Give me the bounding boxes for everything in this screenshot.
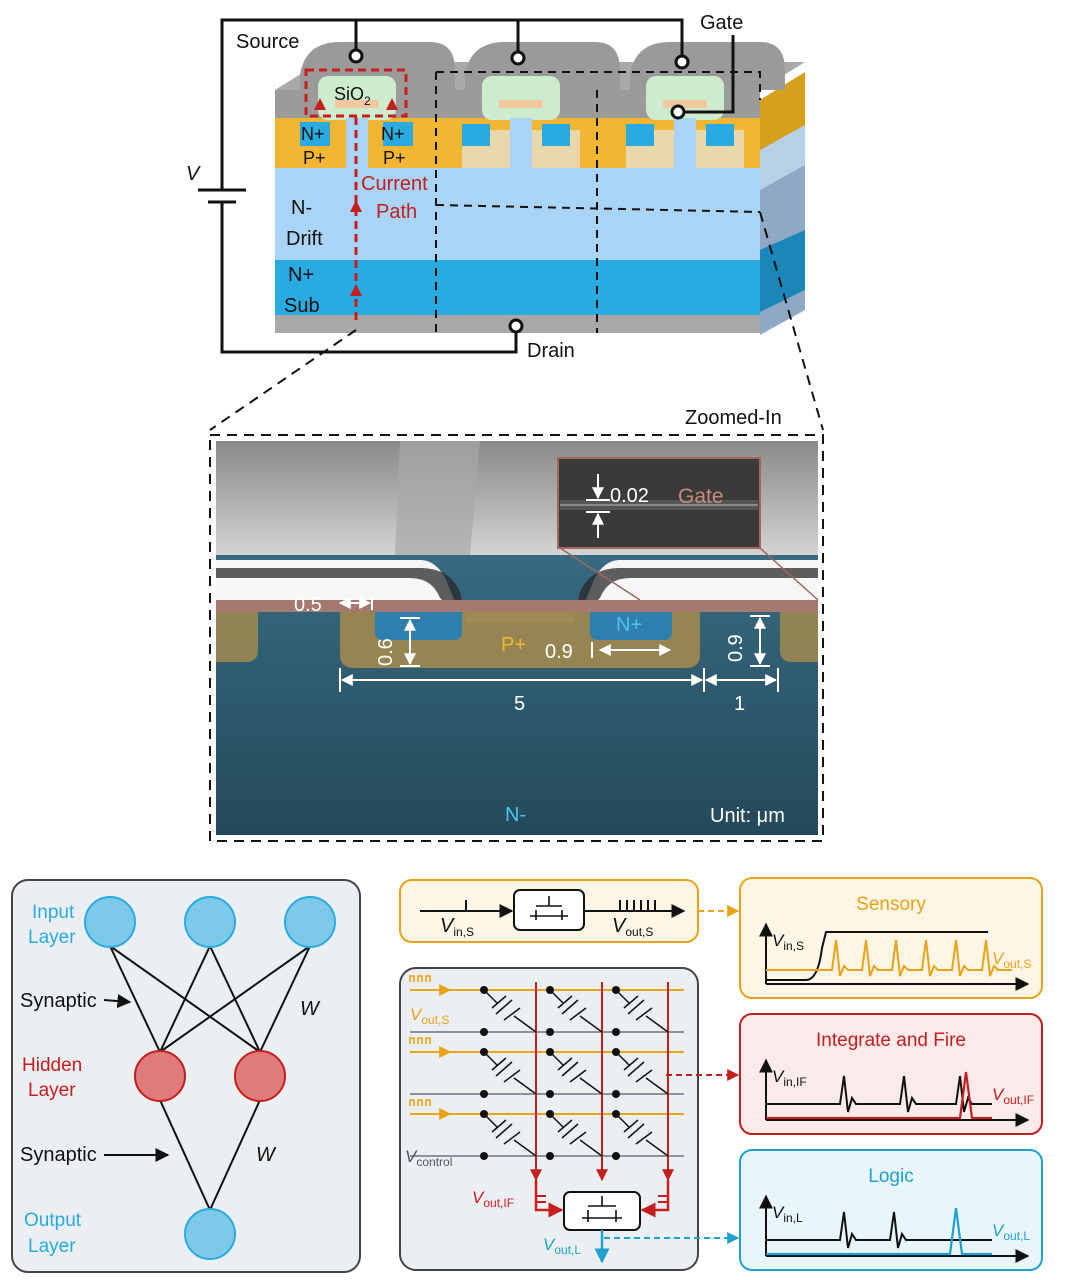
- dim-09-v-label: 0.9: [725, 634, 747, 662]
- synaptic-transistor: [483, 1051, 537, 1095]
- sensory-title: Sensory: [856, 894, 926, 915]
- zoom-connector-right: [759, 211, 824, 431]
- logic-vout-label: Vout,L: [992, 1221, 1030, 1243]
- input-neuron-2: [184, 896, 236, 948]
- synaptic-transistor: [615, 1051, 669, 1095]
- array-vout-l-label: Vout,L: [543, 1235, 581, 1257]
- sem-dimension-lines: [338, 474, 779, 692]
- oxide-box-3: [646, 76, 724, 120]
- sensory-vout-label: Vout,S: [612, 915, 653, 939]
- array-vout-s-label: Vout,S: [410, 1005, 449, 1027]
- oxide-label: SiO2: [334, 84, 371, 108]
- pplus-label-left: P+: [303, 148, 326, 168]
- synaptic-transistor: [615, 989, 669, 1033]
- hidden-neuron-1: [134, 1050, 186, 1102]
- array-vout-if-label: Vout,IF: [472, 1188, 514, 1210]
- integrate-title: Integrate and Fire: [816, 1030, 966, 1051]
- zoomed-in-label: Zoomed-In: [685, 407, 782, 429]
- hidden-neuron-2: [234, 1050, 286, 1102]
- dim-06-label: 0.6: [375, 638, 397, 666]
- weight-label-1: W: [300, 998, 321, 1020]
- input-neuron-1: [84, 896, 136, 948]
- unit-label: Unit: μm: [710, 805, 785, 827]
- dim-1-label: 1: [734, 693, 745, 715]
- drift-layer: [275, 168, 760, 260]
- source-contact: [348, 48, 364, 64]
- crossbar-array: [409, 975, 684, 1264]
- output-layer-label-1: Output: [24, 1210, 82, 1231]
- pplus-label-right: P+: [383, 148, 406, 168]
- nplus-region-2: [383, 122, 413, 146]
- nplus-region-left: [375, 612, 462, 640]
- synaptic-label-2: Synaptic: [20, 1144, 97, 1166]
- array-vcontrol-label: Vcontrol: [405, 1147, 452, 1169]
- integrate-vin-label: Vin,IF: [772, 1067, 807, 1089]
- network-connections: [109, 945, 311, 1211]
- current-path-box: [304, 68, 408, 118]
- drift-label-2: Drift: [286, 228, 323, 250]
- integrate-output-trace: [766, 1071, 992, 1120]
- nplus-region-1: [300, 122, 330, 146]
- hidden-layer-label-2: Layer: [28, 1080, 76, 1101]
- synaptic-label-1: Synaptic: [20, 990, 97, 1012]
- synaptic-transistor: [549, 1113, 603, 1157]
- substrate-layer: [275, 260, 760, 315]
- synaptic-transistor: [483, 989, 537, 1033]
- drift-label-1: N-: [291, 197, 312, 219]
- nplus-label-right: N+: [381, 124, 405, 144]
- synaptic-transistor: [615, 1113, 669, 1157]
- gate-label: Gate: [700, 12, 743, 34]
- gate-contact: [670, 104, 686, 120]
- hidden-layer-label-1: Hidden: [22, 1055, 82, 1076]
- sem-image: [216, 441, 819, 835]
- dim-09-h-label: 0.9: [545, 641, 573, 663]
- integrate-input-trace: [766, 1075, 992, 1113]
- dim-5-label: 5: [514, 693, 525, 715]
- input-layer-label-2: Layer: [28, 927, 76, 948]
- nplus-label-left: N+: [301, 124, 325, 144]
- drain-label: Drain: [527, 340, 575, 362]
- zoom-frame: [209, 434, 824, 842]
- oxide-box-1: [318, 76, 396, 120]
- sensory-vout-label: Vout,S: [992, 949, 1031, 971]
- voltage-label: V: [186, 163, 201, 185]
- sem-pplus-label: P+: [501, 634, 526, 656]
- sem-gate-label: Gate: [678, 485, 724, 508]
- synaptic-transistor: [549, 1051, 603, 1095]
- sensory-output-trace: [766, 939, 1012, 977]
- integrate-vout-label: Vout,IF: [992, 1085, 1034, 1107]
- sensory-vin-label: Vin,S: [772, 931, 804, 953]
- drain-contact: [508, 318, 524, 334]
- logic-vin-label: Vin,L: [772, 1203, 803, 1225]
- sub-label-2: Sub: [284, 295, 320, 317]
- external-circuit: [220, 18, 735, 354]
- sub-label-1: N+: [288, 264, 314, 286]
- source-label: Source: [236, 31, 299, 53]
- sem-nplus-label: N+: [616, 614, 642, 636]
- sem-nminus-label: N-: [505, 804, 526, 826]
- nplus-region-right: [590, 612, 672, 640]
- output-layer-label-2: Layer: [28, 1236, 76, 1257]
- logic-title: Logic: [868, 1166, 913, 1187]
- zoom-connector-left: [209, 329, 357, 431]
- oxide-thickness-label: 0.02: [610, 485, 649, 507]
- current-label-1: Current: [361, 173, 428, 195]
- input-layer-label-1: Input: [32, 902, 75, 923]
- oxide-box-2: [482, 76, 560, 120]
- logic-output-trace: [766, 1207, 992, 1256]
- current-label-2: Path: [376, 201, 417, 223]
- synaptic-transistor: [549, 989, 603, 1033]
- synaptic-transistor: [483, 1113, 537, 1157]
- output-neuron: [184, 1208, 236, 1260]
- weight-label-2: W: [256, 1144, 277, 1166]
- input-neuron-3: [284, 896, 336, 948]
- logic-input-trace: [766, 1211, 992, 1249]
- dim-05-label: 0.5: [294, 594, 322, 616]
- sensory-vin-label: Vin,S: [440, 915, 474, 939]
